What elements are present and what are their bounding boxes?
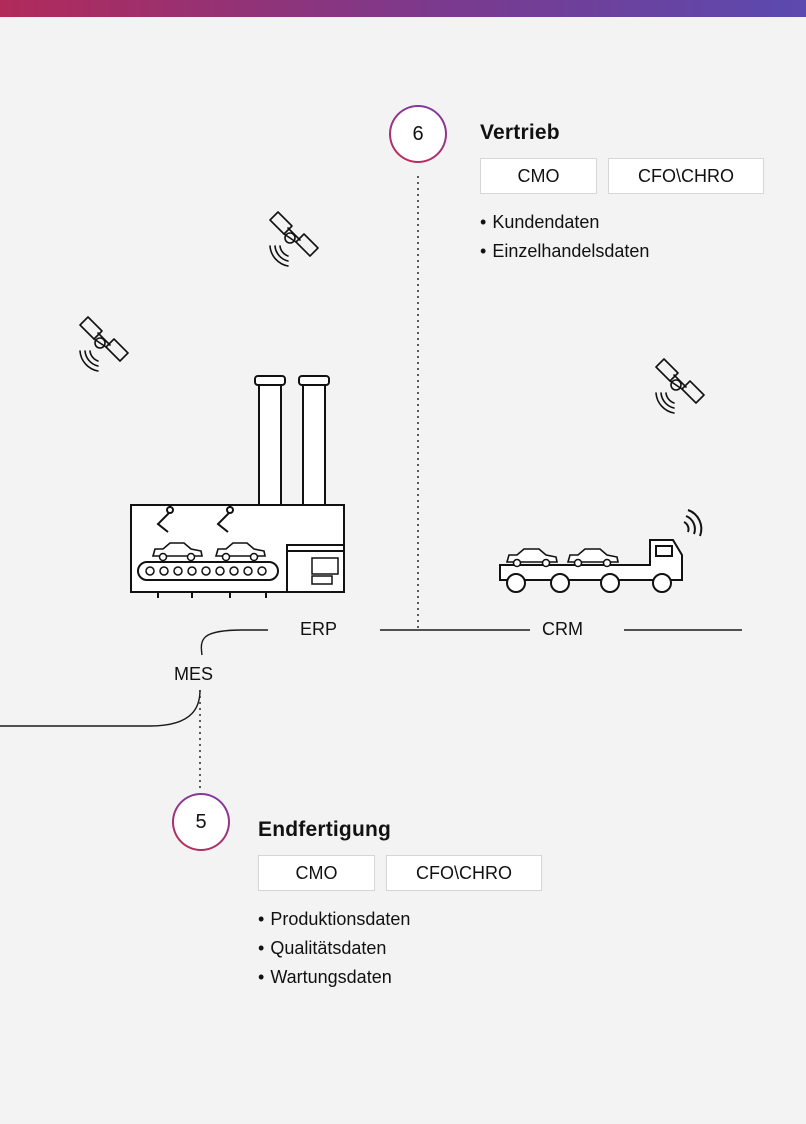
step-block-endfertigung: Endfertigung CMO CFO\CHRO Produktionsdat… [258,818,542,992]
list-item: Qualitätsdaten [258,934,542,963]
crm-label: CRM [538,619,587,640]
step-title: Vertrieb [480,121,560,144]
list-item: Kundendaten [480,208,764,237]
role-tag: CMO [480,158,597,194]
list-item: Einzelhandelsdaten [480,237,764,266]
top-accent-bar [0,0,806,17]
role-tag: CFO\CHRO [608,158,764,194]
curve-erp-mes [200,629,243,656]
connector-lines [0,176,742,792]
data-list: Produktionsdaten Qualitätsdaten Wartungs… [258,905,542,992]
satellite-icon [655,358,705,414]
step-number-circle: 6 [389,105,447,163]
curve-mes-left [0,689,201,727]
step-number-circle: 5 [172,793,230,851]
list-item: Wartungsdaten [258,963,542,992]
satellite-icon [269,211,319,267]
step-block-vertrieb: Vertrieb CMO CFO\CHRO Kundendaten Einzel… [480,121,764,266]
mes-label: MES [174,664,214,684]
step-title: Endfertigung [258,818,392,841]
role-tag: CFO\CHRO [386,855,542,891]
role-tags: CMO CFO\CHRO [480,158,764,194]
factory-icon [130,375,345,598]
role-tag: CMO [258,855,375,891]
list-item: Produktionsdaten [258,905,542,934]
erp-label: ERP [296,619,342,640]
car-transporter-truck-icon [499,509,703,593]
role-tags: CMO CFO\CHRO [258,855,542,891]
satellite-icon [79,316,129,372]
data-list: Kundendaten Einzelhandelsdaten [480,208,764,266]
